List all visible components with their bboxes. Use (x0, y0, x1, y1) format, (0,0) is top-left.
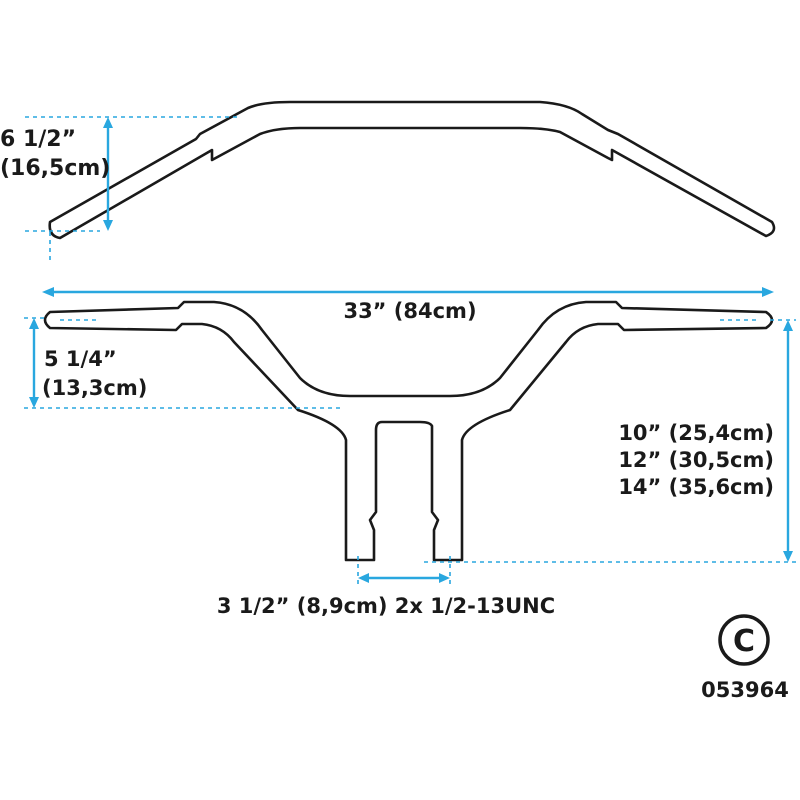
front-view-outline (43, 300, 774, 562)
top-rise-inch-label: 6 1/2” (0, 127, 76, 152)
pullback-inch-label: 5 1/4” (44, 347, 117, 371)
height-label-12: 12” (30,5cm) (618, 448, 774, 472)
cert-mark-letter: C (733, 624, 755, 659)
top-rise-dimension (25, 116, 240, 262)
width-label: 33” (84cm) (343, 299, 476, 323)
height-label-14: 14” (35,6cm) (618, 475, 774, 499)
front-view-handlebar (43, 300, 774, 562)
top-rise-cm-label: (16,5cm) (0, 156, 110, 181)
top-view-outline (48, 100, 776, 240)
part-number: 053964 (701, 678, 789, 702)
height-dimension (424, 319, 796, 563)
riser-spacing-dimension (357, 556, 451, 586)
top-view-handlebar (48, 100, 776, 240)
pullback-dimension (24, 317, 344, 409)
height-label-10: 10” (25,4cm) (618, 421, 774, 445)
certification-c-icon: C (718, 614, 770, 666)
riser-spacing-label: 3 1/2” (8,9cm) 2x 1/2-13UNC (217, 594, 555, 618)
pullback-cm-label: (13,3cm) (42, 376, 147, 400)
width-dimension (42, 287, 774, 321)
